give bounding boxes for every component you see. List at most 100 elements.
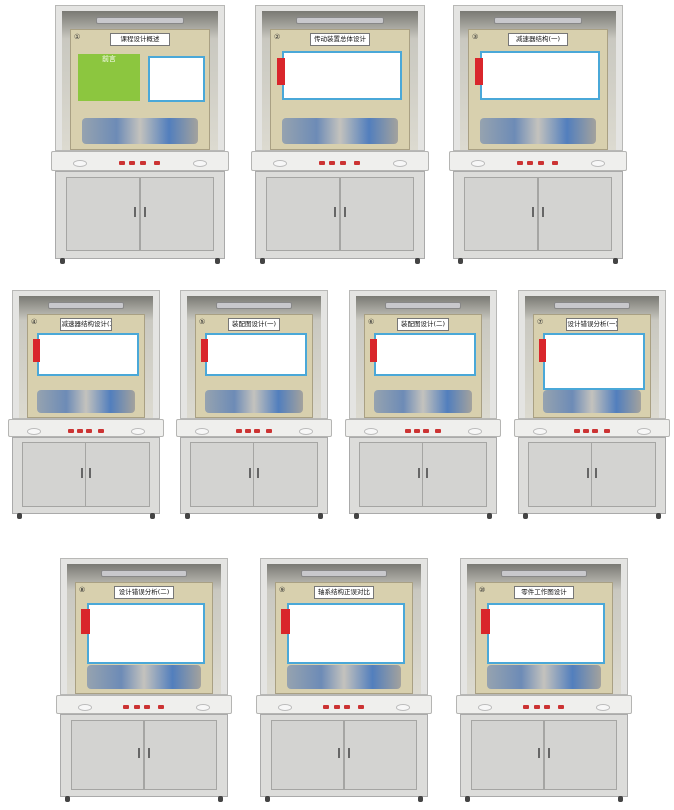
- control-switch[interactable]: [235, 428, 242, 433]
- door-handle: [595, 468, 598, 479]
- speaker-right-icon: [596, 704, 611, 712]
- speaker-left-icon: [364, 427, 379, 435]
- cabinet-door-right[interactable]: [543, 720, 618, 790]
- control-switch[interactable]: [318, 160, 325, 165]
- control-switch[interactable]: [435, 428, 442, 433]
- control-switch[interactable]: [573, 428, 580, 433]
- control-switch[interactable]: [140, 160, 146, 165]
- panel-title: 减速器结构(一): [507, 33, 569, 46]
- control-switch[interactable]: [333, 705, 340, 710]
- cabinet-door-right[interactable]: [339, 176, 414, 252]
- speaker-right-icon: [467, 427, 482, 435]
- cabinet-door-right[interactable]: [143, 720, 218, 790]
- control-switch[interactable]: [76, 428, 83, 433]
- control-switch[interactable]: [344, 705, 350, 710]
- control-switch[interactable]: [133, 705, 140, 710]
- door-handle: [334, 206, 337, 217]
- model-parts: [543, 390, 641, 413]
- label-tag: [281, 609, 290, 634]
- control-switch[interactable]: [544, 705, 550, 710]
- control-switch[interactable]: [552, 160, 559, 165]
- caster-wheel: [60, 257, 65, 264]
- cabinet-door-right[interactable]: [139, 176, 214, 252]
- cabinet-door-right[interactable]: [253, 442, 319, 507]
- cabinet-door-left[interactable]: [270, 720, 345, 790]
- control-switch[interactable]: [323, 705, 330, 710]
- cabinet-door-right[interactable]: [422, 442, 488, 507]
- intro-heading: 前言: [101, 54, 116, 63]
- model-parts: [205, 390, 303, 413]
- control-switch[interactable]: [423, 428, 429, 433]
- caster-wheel: [318, 512, 323, 519]
- control-switch[interactable]: [266, 428, 273, 433]
- cabinet-door-left[interactable]: [470, 720, 545, 790]
- cabinet-door-left[interactable]: [358, 442, 424, 507]
- cabinet-door-right[interactable]: [343, 720, 418, 790]
- control-switch[interactable]: [329, 160, 336, 165]
- diagram-sheet: [37, 333, 139, 376]
- control-switch[interactable]: [527, 160, 534, 165]
- intro-box: 前言: [77, 53, 140, 102]
- diagram-sheet: [205, 333, 307, 376]
- caster-wheel: [150, 512, 155, 519]
- cabinet-door-left[interactable]: [266, 176, 341, 252]
- door-handle: [538, 748, 541, 759]
- control-switch[interactable]: [118, 160, 125, 165]
- control-switch[interactable]: [604, 428, 611, 433]
- control-switch[interactable]: [144, 705, 150, 710]
- control-switch[interactable]: [404, 428, 411, 433]
- control-switch[interactable]: [533, 705, 540, 710]
- control-switch[interactable]: [244, 428, 251, 433]
- cabinet-door-left[interactable]: [66, 176, 141, 252]
- door-handle: [338, 748, 341, 759]
- lamp-bar: [494, 17, 582, 24]
- control-switch[interactable]: [582, 428, 589, 433]
- cabinet-door-right[interactable]: [85, 442, 151, 507]
- door-handle: [532, 206, 535, 217]
- door-handle: [89, 468, 92, 479]
- cabinet-door-left[interactable]: [70, 720, 145, 790]
- control-switch[interactable]: [123, 705, 130, 710]
- caster-wheel: [523, 512, 528, 519]
- cabinet-door-right[interactable]: [537, 176, 612, 252]
- control-switch[interactable]: [154, 160, 161, 165]
- caster-wheel: [458, 257, 463, 264]
- storage-cabinet: [518, 436, 666, 519]
- cabinet-door-left[interactable]: [527, 442, 593, 507]
- caster-wheel: [418, 795, 423, 802]
- panel-title: 传动装置总体设计: [309, 33, 371, 46]
- control-switch[interactable]: [516, 160, 523, 165]
- control-switch[interactable]: [254, 428, 260, 433]
- cabinet-door-left[interactable]: [464, 176, 539, 252]
- door-handle: [343, 206, 346, 217]
- control-switch[interactable]: [413, 428, 420, 433]
- control-switch[interactable]: [354, 160, 361, 165]
- control-switch[interactable]: [86, 428, 92, 433]
- panel-number: ①: [74, 33, 81, 41]
- control-switch[interactable]: [129, 160, 136, 165]
- control-switch[interactable]: [67, 428, 74, 433]
- control-switch[interactable]: [538, 160, 544, 165]
- control-switch[interactable]: [557, 705, 564, 710]
- control-switch[interactable]: [157, 705, 164, 710]
- control-switch[interactable]: [523, 705, 530, 710]
- control-desk: [8, 418, 164, 437]
- control-switch[interactable]: [357, 705, 364, 710]
- control-switch[interactable]: [592, 428, 598, 433]
- cabinet-door-left[interactable]: [189, 442, 255, 507]
- control-switch[interactable]: [340, 160, 346, 165]
- cabinet-door-left[interactable]: [21, 442, 87, 507]
- model-parts: [37, 390, 135, 413]
- diagram-sheet: [486, 602, 606, 665]
- cabinet-door-right[interactable]: [591, 442, 657, 507]
- control-switch[interactable]: [98, 428, 105, 433]
